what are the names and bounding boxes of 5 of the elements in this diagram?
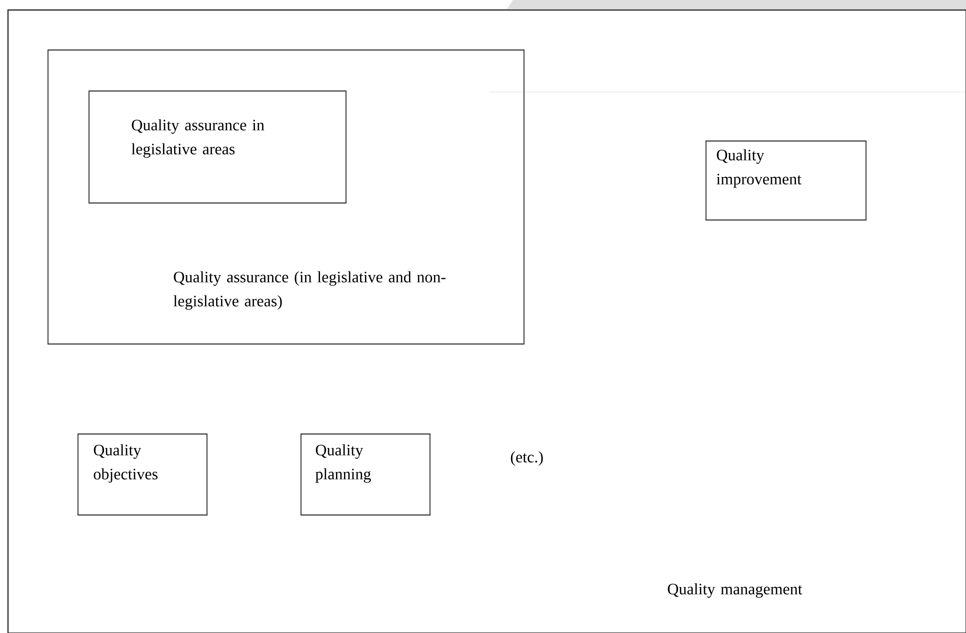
box: Quality objectives <box>78 434 208 516</box>
box: Quality improvement <box>706 140 866 220</box>
note-text: (etc.) <box>510 451 543 466</box>
box: Quality assurance in legislative areas <box>88 90 346 204</box>
box: Quality planning <box>300 434 430 516</box>
